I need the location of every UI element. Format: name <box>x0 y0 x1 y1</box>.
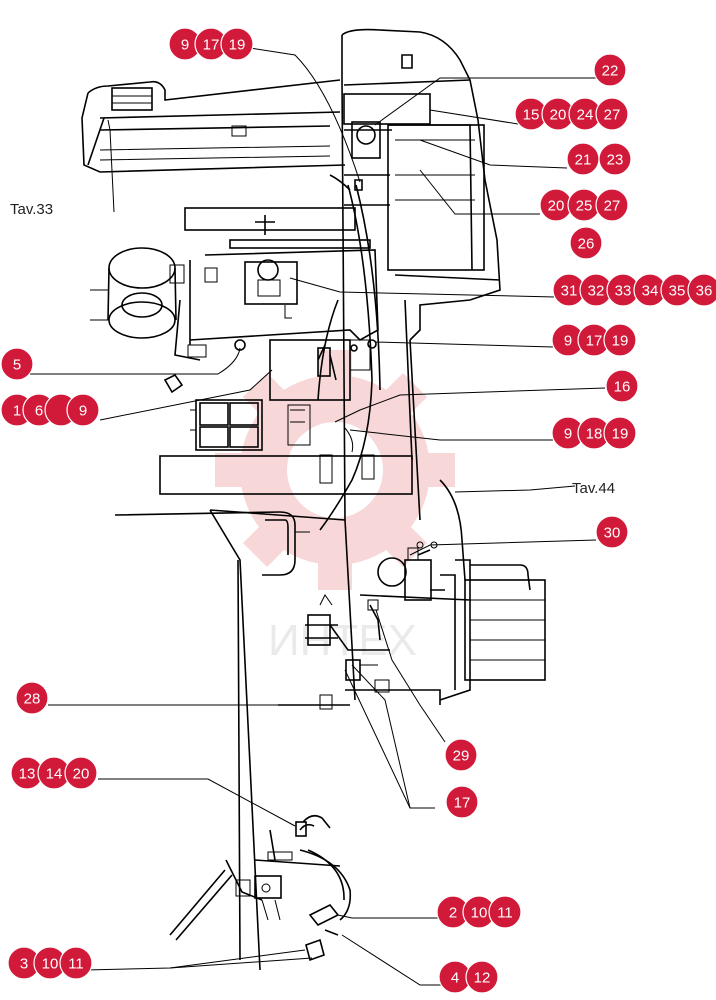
callout-badge-label: 17 <box>586 333 603 350</box>
callout-badge-label: 22 <box>602 63 619 80</box>
callout-badge-label: 28 <box>24 691 41 708</box>
callout-badge-label: 33 <box>615 283 632 300</box>
callout-c-31-36: 31 32 33 34 35 36 <box>552 273 716 307</box>
callout-badge-label: 24 <box>577 107 594 124</box>
callout-c-9-17-19-mid: 9 17 19 <box>551 323 637 357</box>
callout-badge-label: 15 <box>523 107 540 124</box>
callout-c-9-17-19-top: 9 17 19 <box>168 27 254 61</box>
callout-c-15-20-24-27: 15 20 24 27 <box>514 97 629 131</box>
callout-badge-label: 25 <box>576 198 593 215</box>
callout-badge-label: 1 <box>13 403 21 420</box>
callout-badge-label: 2 <box>449 905 457 922</box>
callout-badge-label: 21 <box>575 152 592 169</box>
callout-badge-label: 35 <box>669 283 686 300</box>
callout-badge-circle <box>64 756 98 790</box>
callout-badge-circle <box>593 53 627 87</box>
callout-c-29: 29 <box>444 738 478 772</box>
callout-badge-label: 9 <box>564 426 572 443</box>
callout-badge-circle <box>465 960 499 994</box>
callout-badge-circle <box>488 895 522 929</box>
callout-badge-label: 9 <box>181 37 189 54</box>
callout-badge-label: 11 <box>497 905 513 922</box>
callout-c-22: 22 <box>593 53 627 87</box>
callout-badge-label: 23 <box>607 152 624 169</box>
callout-c-9-18-19: 9 18 19 <box>551 416 637 450</box>
callout-badge-circle <box>595 97 629 131</box>
callout-c-26: 26 <box>569 226 603 260</box>
callout-badge-circle <box>15 681 49 715</box>
callout-badge-label: 19 <box>229 37 246 54</box>
callout-badge-circle <box>605 369 639 403</box>
ref-tav44: Tav.44 <box>572 480 615 497</box>
callout-c-5: 5 <box>0 347 34 381</box>
callout-badge-circle <box>0 347 34 381</box>
machine-drawing <box>81 28 546 971</box>
callout-badge-label: 17 <box>454 795 471 812</box>
leader-lines <box>30 47 606 986</box>
ref-tav33: Tav.33 <box>10 201 53 218</box>
callout-badge-circle <box>66 393 100 427</box>
callout-badge-circle <box>598 142 632 176</box>
callout-badge-label: 5 <box>13 357 21 374</box>
callout-c-3-10-11: 3 10 11 <box>7 946 93 980</box>
callout-badge-label: 18 <box>586 426 603 443</box>
callout-badge-label: 32 <box>588 283 605 300</box>
callout-badge-label: 10 <box>42 956 59 973</box>
callout-badge-label: 31 <box>561 283 578 300</box>
callout-badge-label: 17 <box>203 37 220 54</box>
callout-badge-circle <box>569 226 603 260</box>
callout-c-21-23: 21 23 <box>566 142 632 176</box>
callout-badge-label: 10 <box>471 905 488 922</box>
callout-badge-circle <box>444 738 478 772</box>
callout-badge-label: 11 <box>68 956 84 973</box>
callout-c-16: 16 <box>605 369 639 403</box>
callout-c-13-14-20: 13 14 20 <box>10 756 98 790</box>
callout-badge-label: 3 <box>20 956 28 973</box>
callout-badge-label: 29 <box>453 748 470 765</box>
callout-badge-label: 34 <box>642 283 659 300</box>
callout-badge-label: 9 <box>79 403 87 420</box>
watermark-text: ИНТЕХ <box>268 616 417 665</box>
callout-badge-label: 19 <box>612 426 629 443</box>
callout-badge-label: 27 <box>604 107 621 124</box>
callout-badge-label: 16 <box>614 379 631 396</box>
callout-badge-label: 36 <box>696 283 713 300</box>
callout-c-30: 30 <box>595 515 629 549</box>
callout-badge-circle <box>445 785 479 819</box>
callout-badge-label: 12 <box>474 970 491 987</box>
callout-c-17-bottom: 17 <box>445 785 479 819</box>
callout-badge-label: 20 <box>73 766 90 783</box>
callout-badge-label: 27 <box>604 198 621 215</box>
callout-badge-label: 20 <box>548 198 565 215</box>
callout-c-4-12: 4 12 <box>438 960 499 994</box>
callout-badge-label: 19 <box>612 333 629 350</box>
callout-badge-label: 6 <box>35 403 43 420</box>
callout-badge-label: 30 <box>604 525 621 542</box>
callout-badge-circle <box>59 946 93 980</box>
callout-badge-label: 13 <box>19 766 36 783</box>
callout-c-28: 28 <box>15 681 49 715</box>
callout-badge-circle <box>220 27 254 61</box>
callout-badge-circle <box>603 416 637 450</box>
callout-c-20-25-27: 20 25 27 <box>539 188 629 222</box>
callout-badge-circle <box>595 515 629 549</box>
callout-badge-label: 4 <box>451 970 459 987</box>
callout-badge-label: 9 <box>564 333 572 350</box>
callout-c-2-10-11: 2 10 11 <box>436 895 522 929</box>
callout-badge-label: 14 <box>46 766 63 783</box>
callout-badge-circle <box>603 323 637 357</box>
callout-badge-label: 26 <box>578 236 595 253</box>
callout-badge-circle <box>687 273 716 307</box>
callout-badge-circle <box>595 188 629 222</box>
callout-badge-label: 20 <box>550 107 567 124</box>
